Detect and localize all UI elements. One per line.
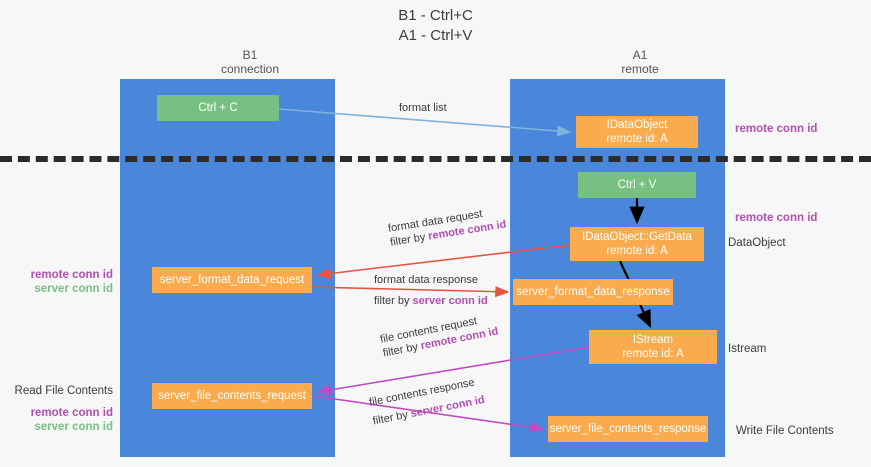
page-title: B1 - Ctrl+C A1 - Ctrl+V — [0, 6, 871, 46]
edge-label-format-list: format list — [399, 101, 447, 115]
node-server-file-contents-response[interactable]: server_file_contents_response — [548, 416, 708, 442]
node-server-file-contents-response-label: server_file_contents_response — [549, 423, 707, 435]
annotation-remote-conn-id-top: remote conn id — [735, 123, 818, 135]
edge-label-format-data-response: format data response filter by server co… — [374, 273, 488, 308]
node-ctrl-c[interactable]: Ctrl + C — [157, 95, 279, 121]
node-ctrl-c-label: Ctrl + C — [198, 102, 238, 114]
node-server-format-data-request[interactable]: server_format_data_request — [152, 267, 312, 293]
node-istream[interactable]: IStream remote id: A — [589, 330, 717, 364]
arrow-format-list — [278, 108, 572, 137]
node-server-format-data-request-label: server_format_data_request — [159, 274, 305, 286]
node-server-format-data-response[interactable]: server_format_data_response — [513, 279, 673, 305]
edge-label-format-data-response-line2: filter by server conn id — [374, 294, 488, 308]
node-server-file-contents-request-label: server_file_contents_request — [158, 390, 306, 402]
title-line-2: A1 - Ctrl+V — [398, 27, 473, 44]
node-ctrl-v[interactable]: Ctrl + V — [578, 172, 696, 198]
column-header-a1-sub: remote — [621, 62, 659, 76]
node-idataobject-label: IDataObject — [606, 119, 668, 131]
annotation-remote-conn-id-mid: remote conn id — [735, 212, 818, 224]
annotation-dataobject: DataObject — [728, 237, 786, 249]
annotation-remote-conn-id-left: remote conn id — [30, 269, 113, 281]
node-server-file-contents-request[interactable]: server_file_contents_request — [152, 383, 312, 409]
edge-label-format-list-line1: format list — [399, 102, 447, 114]
arrow-file-contents-request — [316, 346, 590, 396]
title-line-1: B1 - Ctrl+C — [398, 7, 473, 24]
annotation-write-file-contents: Write File Contents — [736, 425, 834, 437]
arrow-format-data-response — [311, 286, 510, 298]
annotation-istream: Istream — [728, 343, 767, 355]
node-idataobject-sub: remote id: A — [606, 133, 668, 145]
column-header-b1-name: B1 — [242, 48, 258, 62]
edge-label-format-data-response-line1: format data response — [374, 274, 478, 286]
node-idataobject[interactable]: IDataObject remote id: A — [576, 116, 698, 148]
arrow-istream-tail — [559, 346, 590, 353]
column-header-b1: B1 connection — [150, 48, 350, 76]
phase-divider — [0, 156, 871, 162]
arrow-format-data-request — [316, 244, 571, 280]
node-idataobject-getdata-label: IDataObject::GetData — [582, 231, 692, 243]
annotation-server-conn-id-left-2: server conn id — [34, 421, 113, 433]
annotation-read-file-contents: Read File Contents — [14, 385, 113, 397]
node-ctrl-v-label: Ctrl + V — [617, 179, 657, 191]
node-server-format-data-response-label: server_format_data_response — [516, 286, 670, 298]
annotation-remote-conn-id-left-2: remote conn id — [30, 407, 113, 419]
column-header-b1-sub: connection — [220, 62, 280, 76]
node-idataobject-getdata-sub: remote id: A — [606, 245, 668, 257]
edge-label-format-data-response-prefix: filter by — [374, 295, 413, 307]
annotation-conn-ids-left: remote conn id server conn id — [0, 268, 113, 296]
node-istream-sub: remote id: A — [622, 348, 684, 360]
arrow-file-contents-response — [313, 395, 545, 433]
annotation-server-conn-id-left: server conn id — [34, 283, 113, 295]
node-idataobject-getdata[interactable]: IDataObject::GetData remote id: A — [570, 227, 704, 261]
column-header-a1: A1 remote — [540, 48, 740, 76]
node-istream-label: IStream — [632, 334, 674, 346]
edge-label-format-data-response-highlight: server conn id — [412, 295, 488, 307]
annotation-read-file-contents-group: Read File Contents remote conn id server… — [0, 384, 113, 434]
column-header-a1-name: A1 — [632, 48, 648, 62]
